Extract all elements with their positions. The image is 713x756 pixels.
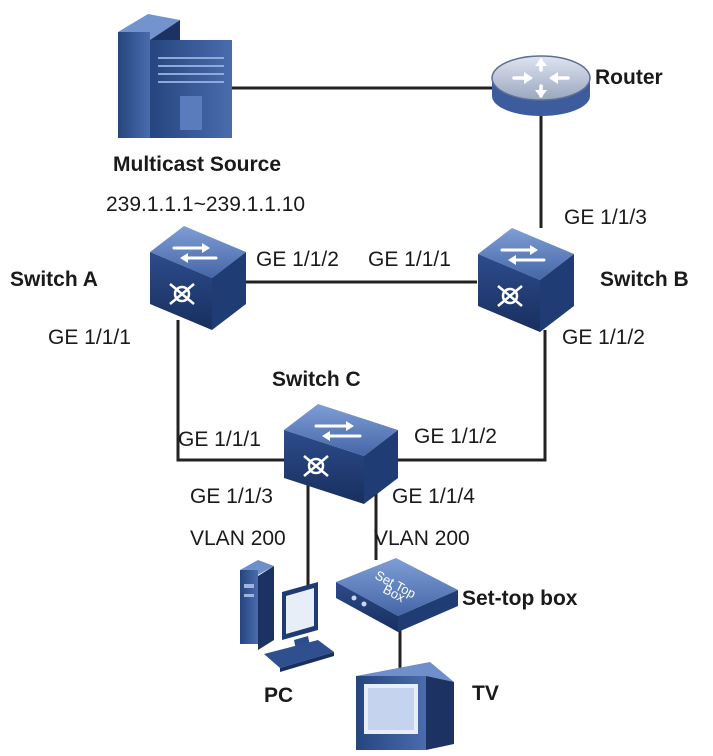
switch-a-port-to-b: GE 1/1/2 — [256, 248, 339, 271]
tv-label: TV — [472, 682, 499, 705]
labels: Multicast Source 239.1.1.1~239.1.1.10 Ro… — [10, 66, 689, 707]
set-top-box-label: Set-top box — [462, 587, 578, 610]
switch-c-port-to-a: GE 1/1/1 — [178, 428, 261, 451]
multicast-group-range: 239.1.1.1~239.1.1.10 — [106, 193, 305, 216]
multicast-source-label: Multicast Source — [113, 153, 281, 176]
switch-b-icon — [478, 228, 574, 332]
switch-b-uplink-port: GE 1/1/3 — [564, 206, 647, 229]
link-switch-a-switch-c — [176, 320, 288, 462]
router-icon — [491, 55, 591, 116]
server-icon — [118, 14, 232, 138]
switch-b-port-to-a: GE 1/1/1 — [368, 248, 451, 271]
switch-a-icon — [150, 226, 246, 330]
links — [176, 86, 547, 668]
link-switch-b-switch-c — [398, 330, 547, 462]
switch-b-port-to-c: GE 1/1/2 — [562, 326, 645, 349]
switch-c-icon — [284, 404, 398, 504]
switch-c-port-to-stb: GE 1/1/4 — [392, 485, 475, 508]
router-label: Router — [595, 66, 663, 89]
switch-a-label: Switch A — [10, 268, 98, 291]
pc-label: PC — [264, 684, 293, 707]
switch-c-label: Switch C — [272, 368, 361, 391]
switch-c-port-to-pc: GE 1/1/3 — [190, 485, 273, 508]
tv-icon — [356, 662, 454, 750]
switch-b-label: Switch B — [600, 268, 689, 291]
switch-c-vlan-stb: VLAN 200 — [374, 527, 470, 550]
pc-icon — [240, 560, 334, 672]
switch-a-port-to-c: GE 1/1/1 — [48, 326, 131, 349]
switch-c-vlan-pc: VLAN 200 — [190, 527, 286, 550]
set-top-box-icon: Set Top Box — [336, 558, 458, 632]
switch-c-port-to-b: GE 1/1/2 — [414, 425, 497, 448]
